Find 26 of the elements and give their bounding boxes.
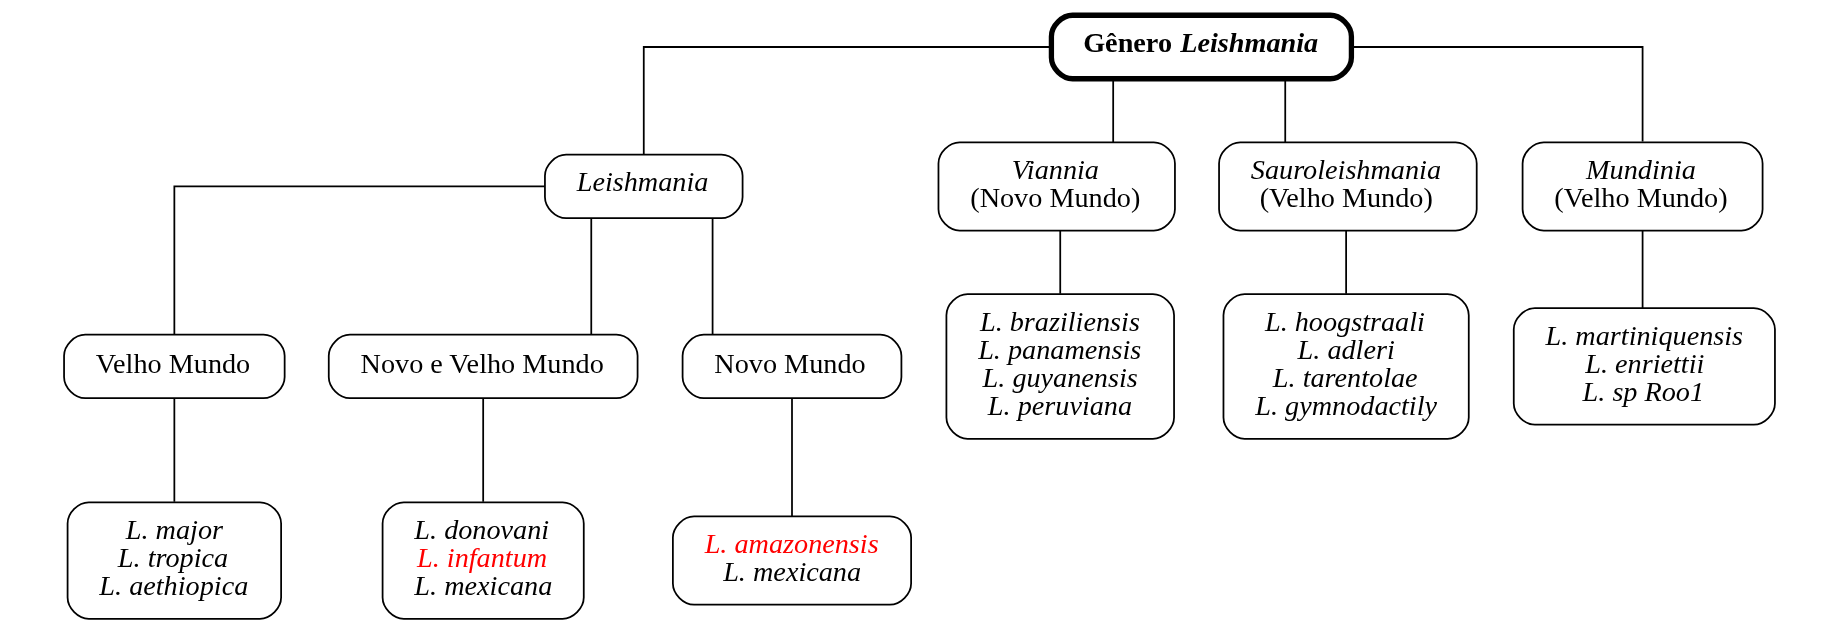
connector	[1059, 230, 1062, 295]
node-box: Novo Mundo	[681, 333, 903, 400]
connector	[1351, 46, 1644, 143]
connector	[1284, 78, 1287, 143]
node-box: Mundinia (Velho Mundo)	[1521, 141, 1764, 232]
connector	[1112, 78, 1115, 143]
node-box: L. amazonensis L. mexicana	[672, 515, 912, 606]
connector	[711, 217, 714, 336]
connector	[791, 397, 793, 517]
node-box: L. major L. tropica L. aethiopica	[66, 501, 282, 620]
node-box: L. martiniquensis L. enriettii L. sp Roo1	[1512, 307, 1776, 426]
node-box: Gênero Leishmania	[1048, 12, 1355, 82]
connector	[590, 217, 593, 336]
connector	[482, 397, 485, 503]
node-box: L. donovani L. infantum L. mexicana	[381, 501, 585, 620]
connector	[1641, 230, 1644, 310]
node-box: Velho Mundo	[63, 333, 286, 400]
connector	[173, 185, 546, 336]
node-box: L. braziliensis L. panamensis L. guyanensis L. peruviana	[945, 293, 1175, 440]
node-box: Novo e Velho Mundo	[327, 333, 639, 400]
node-box: L. hoogstraali L. adleri L. tarentolae L. gymnodactily	[1222, 293, 1470, 440]
node-box: Sauroleishmania (Velho Mundo)	[1218, 141, 1478, 232]
connector	[1345, 230, 1347, 295]
node-box: Leishmania	[544, 153, 744, 220]
node-box: Viannia (Novo Mundo)	[937, 141, 1176, 232]
connector	[173, 397, 176, 503]
